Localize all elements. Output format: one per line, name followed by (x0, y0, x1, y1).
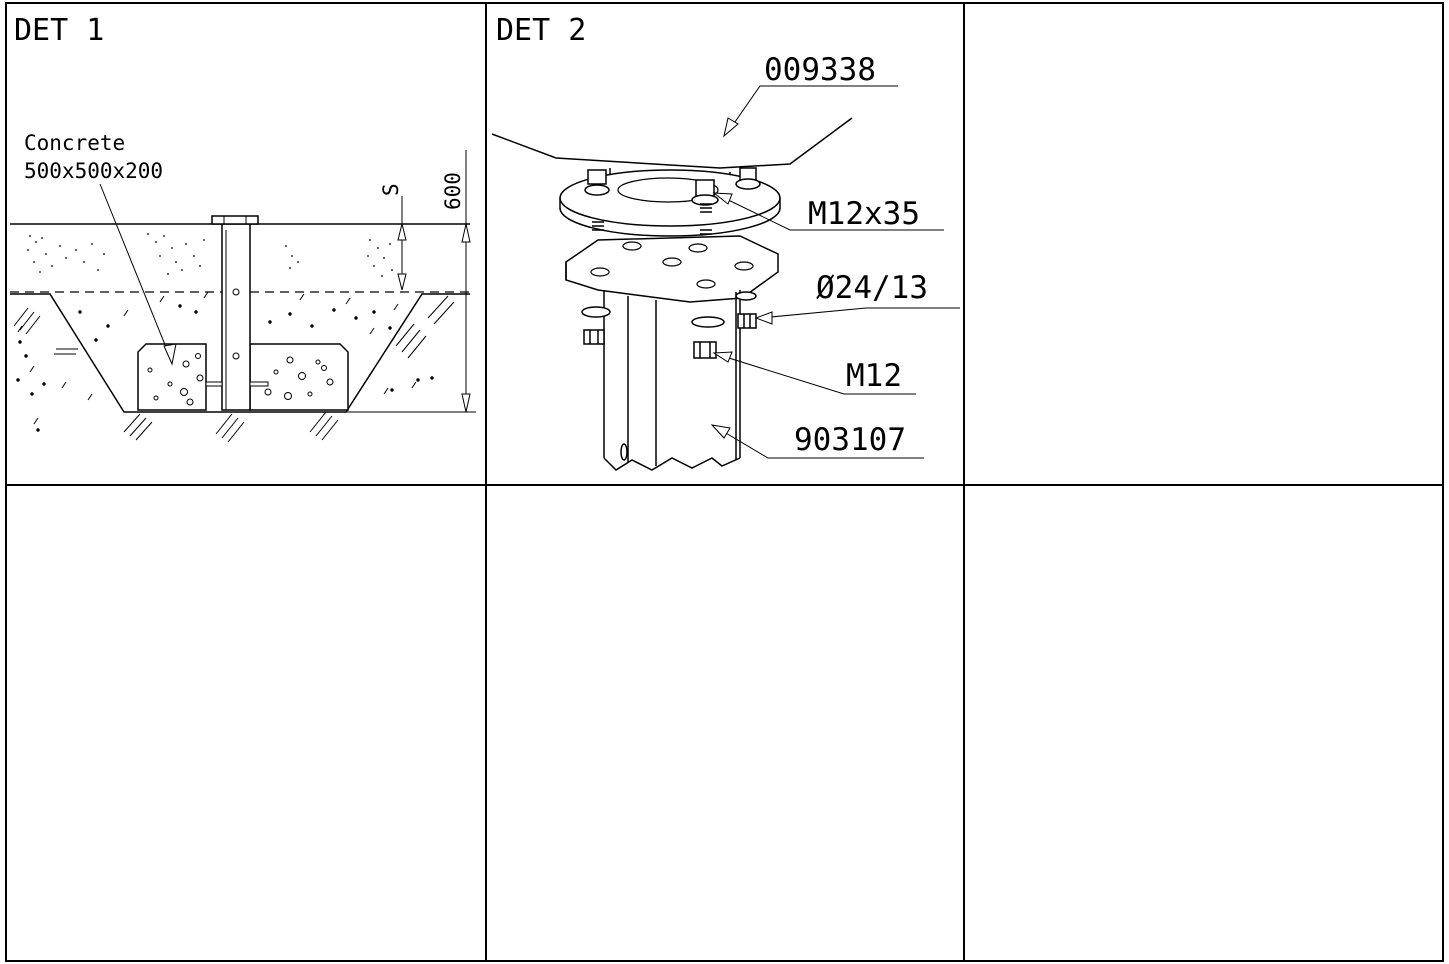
callout-cover-leader (727, 85, 898, 133)
concrete-leader-arrow (163, 343, 177, 366)
concrete-label-line2: 500x500x200 (24, 159, 163, 183)
callout-post-label: 903107 (794, 422, 906, 458)
concrete-block-left (137, 343, 207, 411)
cover-outline (491, 117, 853, 169)
callout-washer-leader (759, 307, 960, 319)
flange-inner (617, 177, 719, 203)
callout-nut-label: M12 (846, 358, 902, 394)
det2-panel: DET 2 (491, 13, 960, 471)
flange-bolts (584, 167, 761, 206)
post-in-ground (221, 223, 251, 411)
callout-washer-label: Ø24/13 (816, 270, 928, 306)
anchor-bar-left (205, 381, 223, 387)
callout-nut-leader (715, 353, 916, 395)
post-top-plate (211, 215, 259, 225)
dim-600-label: 600 (441, 172, 465, 210)
gravel-fill (16, 291, 434, 432)
post-903107 (603, 290, 741, 471)
base-plate-holes (590, 241, 754, 289)
callout-bolt-leader (715, 193, 944, 231)
concrete-aggregate (147, 353, 334, 406)
sheet-grid (5, 2, 1444, 962)
base-plate (565, 235, 779, 303)
callout-cover-label: 009338 (764, 52, 876, 88)
concrete-leader-line (99, 183, 173, 363)
concrete-label-line1: Concrete (24, 131, 125, 155)
lower-fasteners (581, 291, 757, 359)
soil-hatching (13, 295, 455, 443)
dim-s-label: S (379, 183, 403, 196)
det1-panel: DET 1 (10, 13, 476, 443)
excavation-outline (10, 293, 470, 413)
det1-title: DET 1 (14, 13, 104, 48)
post-hole-lower (232, 352, 240, 360)
topsoil-stipple (27, 233, 393, 277)
anchor-bar-right (249, 381, 269, 387)
callout-post-leader (713, 425, 924, 459)
post-hole-upper (232, 288, 240, 296)
det2-title: DET 2 (496, 13, 586, 48)
callout-bolt-label: M12x35 (808, 196, 920, 232)
